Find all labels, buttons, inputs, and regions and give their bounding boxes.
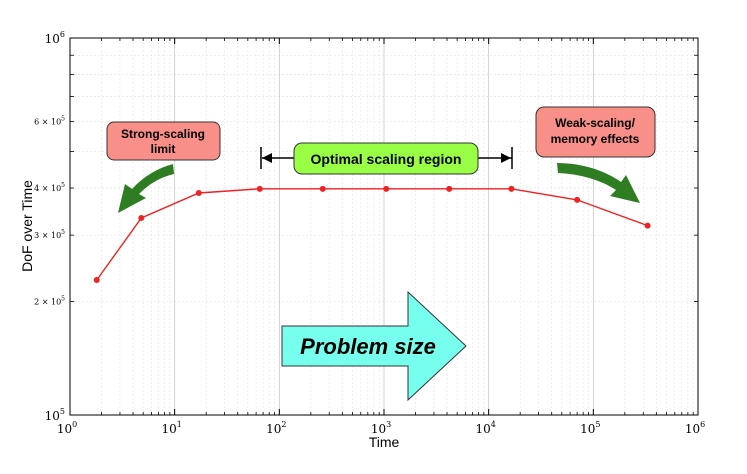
x-tick-label: 104	[475, 420, 495, 436]
weak-scaling-curved-arrow	[557, 163, 640, 203]
x-tick-label-exponent: 0	[72, 420, 77, 429]
x-tick-label-base: 10	[580, 422, 595, 436]
axis-ticks	[69, 37, 699, 416]
y-tick-label-base: 3 × 10	[34, 231, 61, 240]
optimal-region-right-arrowhead	[501, 153, 511, 163]
y-tick-label-base: 10	[45, 409, 60, 423]
y-tick-label: 106	[45, 30, 65, 46]
y-tick-label: 3 × 105	[34, 229, 65, 240]
y-tick-label: 105	[45, 407, 65, 423]
weak-scaling-box	[535, 106, 656, 158]
weak-scaling-annotation: Weak-scaling/ memory effects	[535, 106, 656, 203]
series-line	[96, 188, 648, 281]
x-tick-label: 106	[685, 420, 705, 436]
strong-scaling-curved-arrow	[118, 164, 174, 213]
x-tick-label: 105	[580, 420, 600, 436]
data-point	[508, 185, 515, 192]
optimal-region-label: Optimal scaling region	[311, 151, 462, 167]
y-tick-label-exponent: 5	[60, 407, 65, 416]
x-tick-label-base: 10	[475, 422, 490, 436]
x-tick-label-base: 10	[371, 422, 386, 436]
y-tick-label-base: 6 × 10	[34, 118, 61, 127]
optimal-region-left-arrowhead	[262, 153, 272, 163]
data-point	[319, 185, 326, 192]
data-point	[256, 185, 263, 192]
data-point	[446, 185, 453, 192]
x-tick-label-base: 10	[57, 422, 72, 436]
problem-size-label: Problem size	[300, 334, 436, 359]
weak-scaling-label-line2: memory effects	[551, 132, 640, 146]
weak-scaling-label-line1: Weak-scaling/	[555, 116, 635, 130]
y-tick-label-exponent: 6	[60, 30, 65, 39]
y-tick-label: 6 × 105	[34, 116, 65, 127]
data-point	[138, 215, 145, 222]
series-points	[93, 185, 651, 284]
x-tick-label-exponent: 1	[177, 420, 182, 429]
x-tick-label-base: 10	[161, 422, 176, 436]
x-tick-label-exponent: 2	[281, 420, 286, 429]
data-point	[195, 190, 202, 197]
x-tick-label-exponent: 4	[491, 420, 496, 429]
x-tick-label-exponent: 3	[386, 420, 391, 429]
data-point	[93, 277, 100, 284]
data-point	[644, 222, 651, 229]
y-tick-label-exponent: 5	[61, 182, 65, 189]
x-tick-label: 101	[161, 420, 181, 436]
y-tick-label: 2 × 105	[34, 296, 65, 307]
y-tick-label-base: 4 × 10	[34, 184, 61, 193]
x-tick-label-exponent: 6	[700, 420, 705, 429]
problem-size-arrow: Problem size	[281, 290, 467, 402]
y-tick-label-exponent: 5	[61, 229, 65, 236]
y-tick-label-exponent: 5	[61, 296, 65, 303]
y-axis-title: DoF over Time	[19, 180, 35, 272]
x-tick-label-base: 10	[266, 422, 281, 436]
y-tick-label: 4 × 105	[34, 182, 65, 193]
strong-scaling-box	[106, 121, 221, 161]
optimal-region-box	[293, 142, 479, 175]
strong-scaling-label-line2: limit	[151, 142, 176, 156]
problem-size-arrow-shape	[281, 290, 467, 402]
x-tick-label-base: 10	[685, 422, 700, 436]
x-tick-label: 102	[266, 420, 286, 436]
y-tick-label-base: 2 × 10	[34, 298, 61, 307]
x-axis-title: Time	[369, 434, 400, 450]
optimal-region-annotation: Optimal scaling region	[260, 142, 513, 175]
data-point	[383, 185, 390, 192]
x-tick-label-exponent: 5	[595, 420, 600, 429]
strong-scaling-label-line1: Strong-scaling	[121, 127, 205, 141]
y-tick-label-base: 10	[45, 32, 60, 46]
x-tick-label: 100	[57, 420, 77, 436]
strong-scaling-annotation: Strong-scaling limit	[106, 121, 221, 213]
x-tick-label: 103	[371, 420, 391, 436]
data-point	[574, 196, 581, 203]
y-tick-label-exponent: 5	[61, 116, 65, 123]
